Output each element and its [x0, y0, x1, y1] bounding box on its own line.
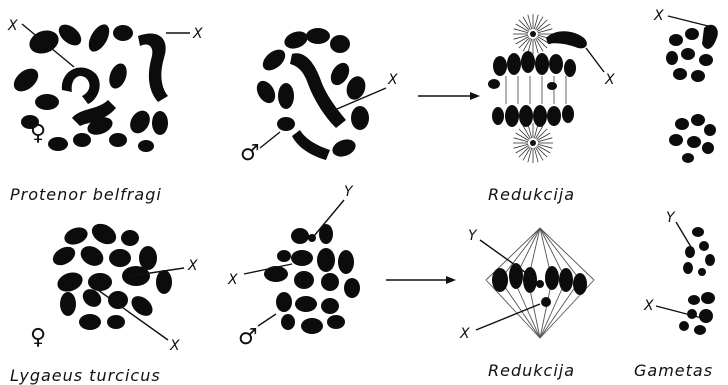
- aster-ray: [528, 15, 532, 29]
- protenor-gamete-x-label: X: [653, 8, 664, 24]
- aster-ray: [514, 138, 528, 142]
- gametes-caption: Gametas: [634, 361, 713, 380]
- lygaeus-arrow: [386, 276, 456, 284]
- lygaeus-reduction-division: Y X: [459, 228, 594, 342]
- protenor-male-x-label: X: [387, 72, 398, 88]
- aster-ray: [514, 144, 528, 148]
- female-symbol: ♀: [30, 121, 46, 146]
- aster-ray: [514, 29, 528, 33]
- protenor-female-x-label-2: X: [192, 26, 203, 42]
- aster-ray: [538, 138, 552, 142]
- reduction-caption-2: Redukcija: [488, 361, 575, 380]
- aster-ray: [538, 29, 552, 33]
- male-symbol: ♂: [240, 141, 260, 166]
- reduction-caption-1: Redukcija: [488, 185, 575, 204]
- lygaeus-female-x-label-1: X: [187, 258, 198, 274]
- lygaeus-gamete-y-label: Y: [666, 210, 676, 226]
- species-name-protenor: Protenor belfragi: [10, 185, 162, 204]
- aster-ray: [534, 148, 538, 162]
- protenor-division-x-label: X: [604, 72, 615, 88]
- lygaeus-female-cell: X X ♀: [30, 220, 198, 354]
- lygaeus-male-x-label: X: [227, 272, 238, 288]
- lygaeus-gamete-x-label: X: [643, 298, 654, 314]
- lygaeus-female-x-label-2: X: [169, 338, 180, 354]
- species-name-lygaeus: Lygaeus turcicus: [10, 366, 161, 385]
- aster-ray: [534, 15, 538, 29]
- aster-ray: [534, 39, 538, 53]
- protenor-arrow: [418, 92, 480, 100]
- protenor-female-x-label-1: X: [7, 18, 18, 34]
- lygaeus-division-x-label: X: [459, 326, 470, 342]
- protenor-male-cell: X ♂: [240, 28, 398, 166]
- female-symbol-2: ♀: [30, 325, 46, 350]
- male-symbol-2: ♂: [238, 325, 258, 350]
- lygaeus-male-cell: Y X ♂: [227, 184, 360, 350]
- protenor-reduction-division: X: [488, 14, 615, 163]
- aster-ray: [528, 148, 532, 162]
- aster-ray: [514, 35, 528, 39]
- protenor-female-cell: X X ♀: [7, 18, 203, 152]
- lygaeus-division-y-label: Y: [468, 228, 478, 244]
- lygaeus-gametes: Y X: [643, 210, 715, 335]
- protenor-gametes: X: [653, 8, 718, 163]
- aster-ray: [538, 144, 552, 148]
- lygaeus-male-y-label: Y: [344, 184, 354, 200]
